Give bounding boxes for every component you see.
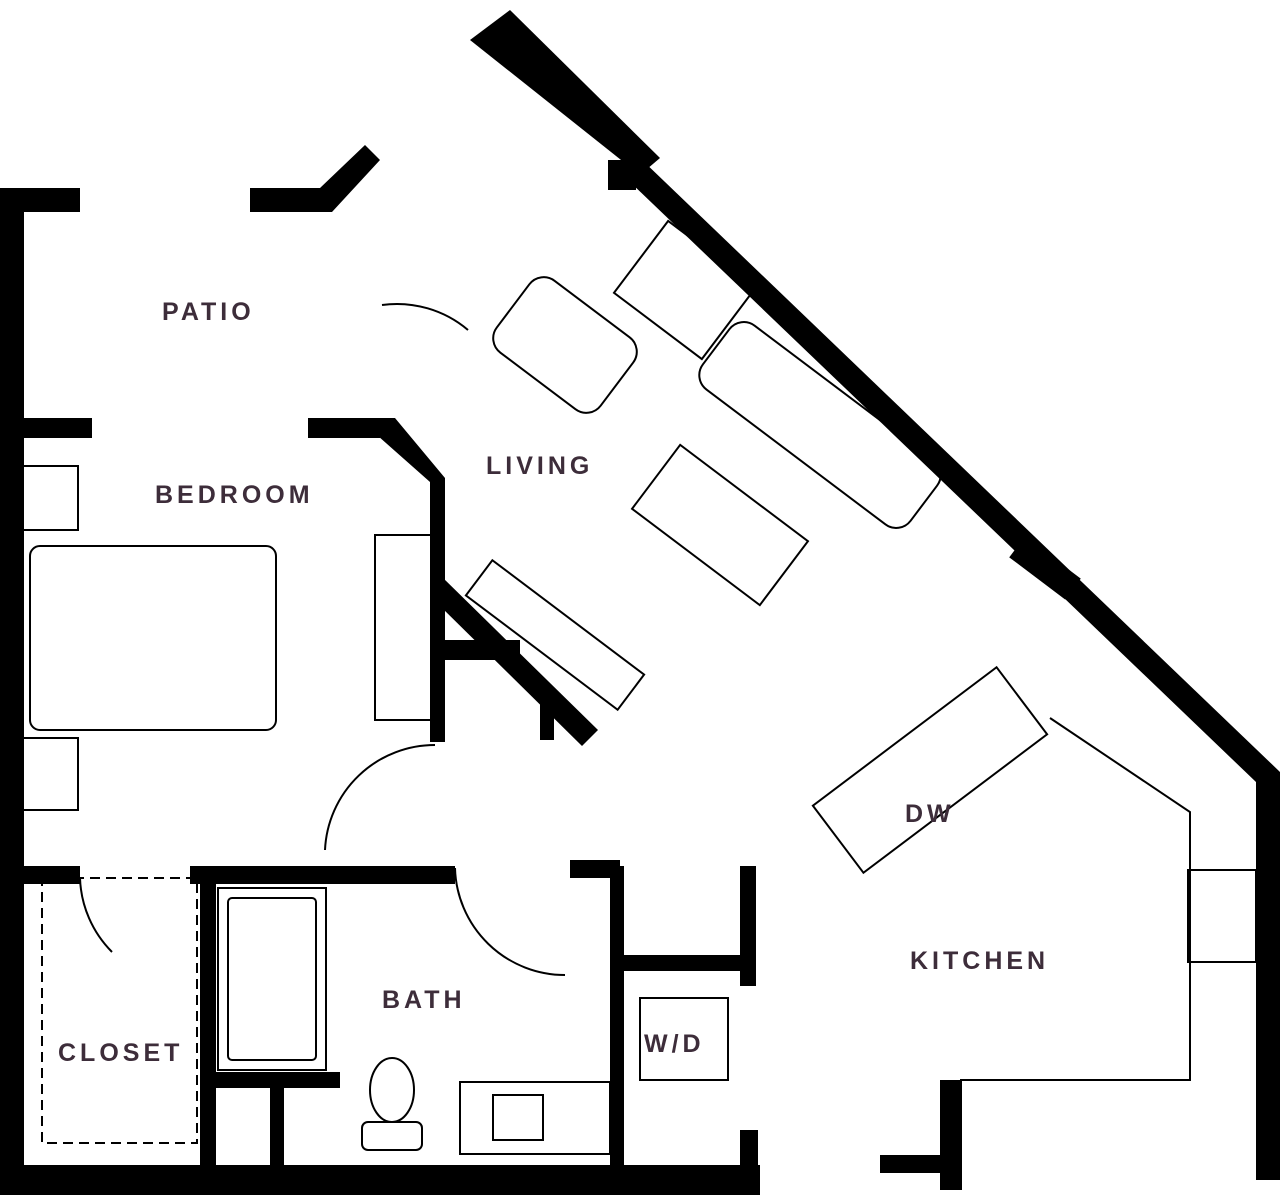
- armchair: [492, 276, 638, 414]
- room-label-laundry: W/D: [644, 1030, 705, 1058]
- room-label-living: LIVING: [486, 452, 594, 480]
- room-label-patio: PATIO: [162, 298, 255, 326]
- room-label-bedroom: BEDROOM: [155, 481, 314, 509]
- room-label-closet: CLOSET: [58, 1039, 184, 1067]
- room-label-bath: BATH: [382, 986, 466, 1014]
- room-label-kitchen: KITCHEN: [910, 947, 1050, 975]
- sofa: [698, 321, 942, 529]
- appliance-label-dishwasher: DW: [905, 800, 955, 828]
